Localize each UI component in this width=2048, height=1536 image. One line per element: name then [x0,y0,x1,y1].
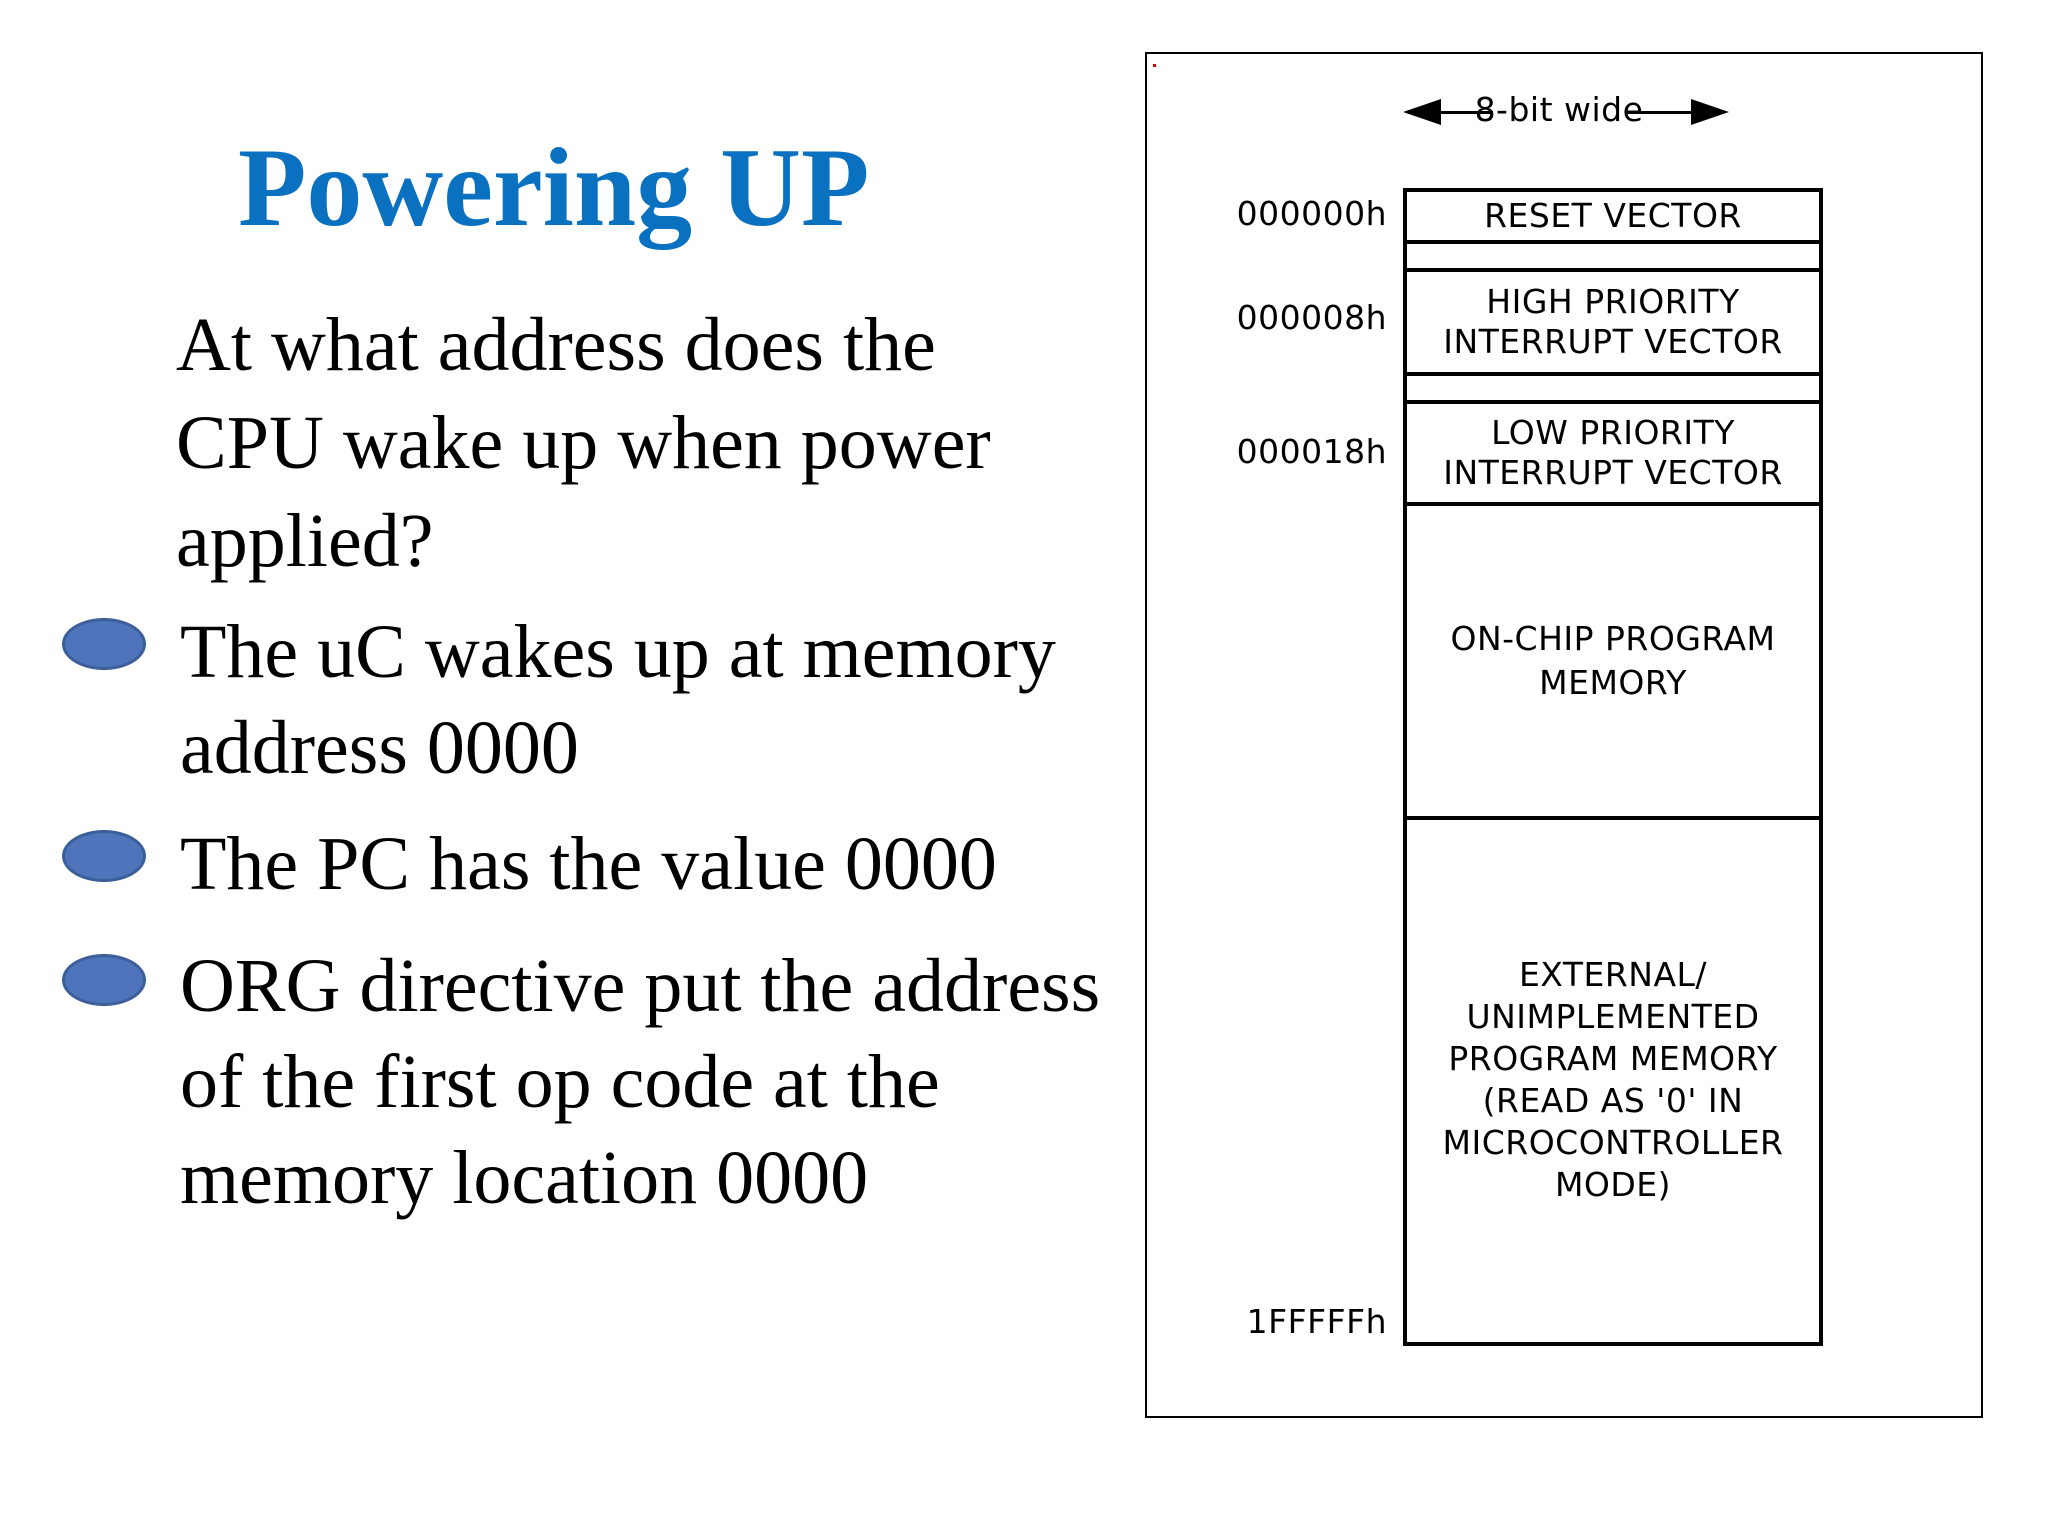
region-on-chip-program-memory: ON-CHIP PROGRAM MEMORY [1450,619,1776,702]
address-label: 000000h [1236,194,1387,233]
memory-column: RESET VECTOR HIGH PRIORITY INTERRUPT VEC… [1403,188,1823,1346]
right-arrow-line [1625,111,1695,114]
region-low-priority-vector: LOW PRIORITY INTERRUPT VECTOR [1443,413,1783,492]
ellipse-bullet-icon [62,618,146,670]
ellipse-bullet-icon [62,954,146,1006]
region-external-program-memory: EXTERNAL/ UNIMPLEMENTED PROGRAM MEMORY (… [1442,955,1784,1204]
bullet-text: ORG directive put the address of the fir… [180,944,1101,1220]
divider [1407,816,1819,820]
address-label: 1FFFFFh [1246,1302,1387,1341]
region-high-priority-vector: HIGH PRIORITY INTERRUPT VECTOR [1443,282,1783,361]
divider [1407,502,1819,506]
divider [1407,268,1819,272]
left-arrow-line [1437,111,1493,114]
divider [1407,372,1819,376]
frame-mark [1153,64,1156,67]
region-reset-vector: RESET VECTOR [1484,196,1742,235]
bullet-text: The PC has the value 0000 [180,822,997,906]
right-arrow-icon [1691,99,1729,125]
address-label: 000008h [1236,298,1387,337]
divider [1407,240,1819,244]
memory-map-diagram: 8-bit wide 000000h 000008h 000018h 1FFFF… [1145,52,1983,1418]
divider [1407,400,1819,404]
bullet-text: The uC wakes up at memory address 0000 [180,610,1056,790]
ellipse-bullet-icon [62,830,146,882]
intro-question: At what address does the CPU wake up whe… [176,303,991,583]
width-label: 8-bit wide [1474,90,1644,129]
address-label: 000018h [1236,432,1387,471]
slide-title: Powering UP [238,126,870,250]
left-arrow-icon [1403,99,1441,125]
